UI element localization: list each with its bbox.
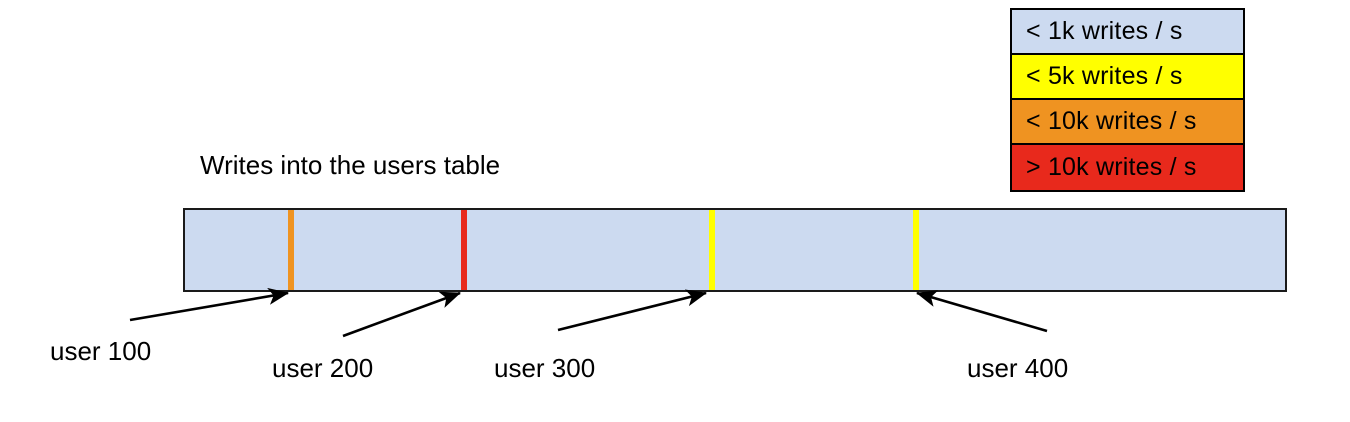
legend-label-over-10k: > 10k writes / s xyxy=(1026,153,1197,181)
arrow-user-300 xyxy=(557,289,708,332)
marker-stripe-user-300 xyxy=(709,210,715,290)
legend-row-over-10k: > 10k writes / s xyxy=(1012,145,1243,190)
arrow-user-100 xyxy=(129,287,290,322)
legend-row-under-10k: < 10k writes / s xyxy=(1012,100,1243,145)
annotation-label-user-400: user 400 xyxy=(967,353,1069,383)
arrow-user-200 xyxy=(342,291,461,338)
marker-stripe-user-100 xyxy=(288,210,294,290)
keyspace-bar-fill xyxy=(185,210,1285,290)
legend-label-under-10k: < 10k writes / s xyxy=(1026,107,1197,135)
marker-stripe-user-400 xyxy=(913,210,919,290)
arrow-user-400 xyxy=(916,290,1048,333)
legend-row-under-5k: < 5k writes / s xyxy=(1012,55,1243,100)
chart-title: Writes into the users table xyxy=(200,150,501,180)
legend-row-under-1k: < 1k writes / s xyxy=(1012,10,1243,55)
legend-label-under-1k: < 1k writes / s xyxy=(1026,17,1183,45)
marker-stripe-user-200 xyxy=(461,210,467,290)
annotation-label-user-300: user 300 xyxy=(494,353,596,383)
legend: < 1k writes / s < 5k writes / s < 10k wr… xyxy=(1010,8,1245,192)
legend-label-under-5k: < 5k writes / s xyxy=(1026,62,1183,90)
annotation-label-user-100: user 100 xyxy=(50,336,152,366)
annotation-label-user-200: user 200 xyxy=(272,353,374,383)
keyspace-bar xyxy=(183,208,1287,292)
